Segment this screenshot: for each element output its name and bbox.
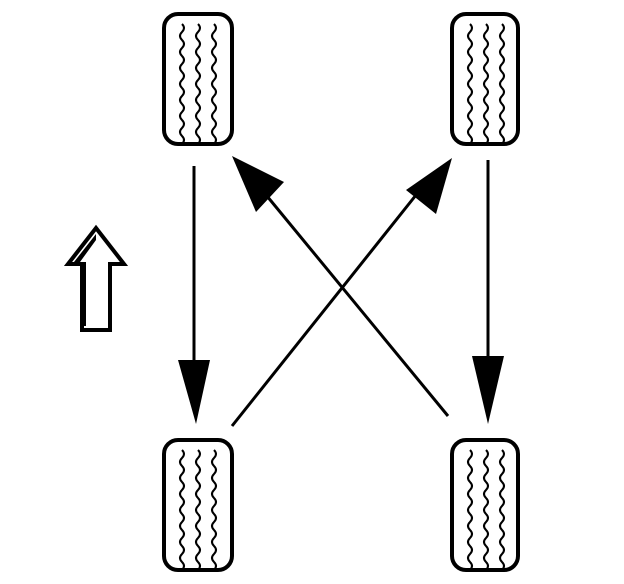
tire-rear-left: [162, 438, 234, 572]
tire-front-right: [450, 12, 520, 146]
arrow-rear-left-to-front-right: [230, 158, 452, 427]
arrow-up-icon: [63, 224, 129, 332]
arrow-rear-right-to-front-left: [232, 156, 450, 417]
tire-front-left: [162, 12, 234, 146]
tire-rear-right: [450, 438, 520, 572]
arrow-front-left-to-rear-left: [178, 166, 210, 424]
arrow-front-right-to-rear-right: [472, 160, 504, 424]
